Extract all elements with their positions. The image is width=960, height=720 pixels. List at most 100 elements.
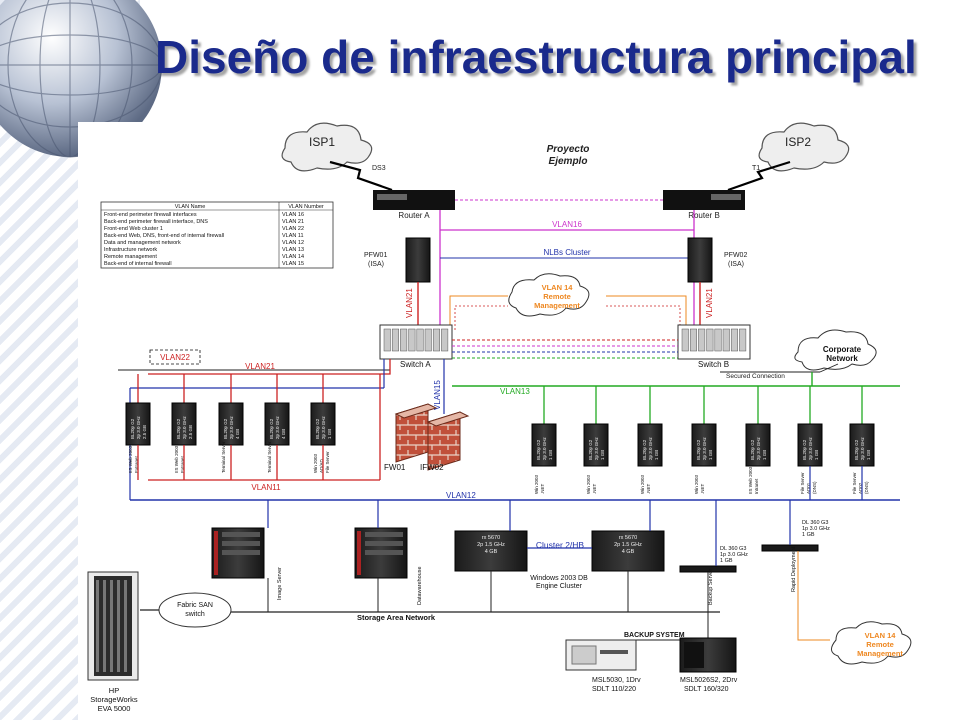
blade-spec: 2p 3.0 GHz [594, 436, 599, 460]
svg-text:HP: HP [109, 686, 119, 695]
svg-text:1p 3.0 GHz: 1p 3.0 GHz [802, 526, 830, 532]
blade-spec: 1 GB [600, 450, 605, 460]
svg-text:4 GB: 4 GB [485, 549, 498, 555]
vlan-table-row-number: VLAN 13 [282, 247, 304, 253]
vlan11-label: VLAN11 [251, 483, 281, 492]
switch-b-label: Switch B [698, 360, 729, 369]
svg-text:1 GB: 1 GB [720, 558, 733, 564]
blade-role: File Server [325, 451, 330, 473]
blade-spec: 2p 3.0 GHz [702, 436, 707, 460]
blade-spec: 4 GB [235, 429, 240, 439]
switch-port [689, 328, 697, 352]
isp1-cloud: ISP1 [281, 122, 373, 172]
blade-spec: 2p 3.0 GHz [136, 415, 141, 439]
isp1-label: ISP1 [309, 135, 335, 149]
backup-system-label: BACKUP SYSTEM [624, 632, 685, 639]
vlan12-label: VLAN12 [446, 491, 476, 500]
isp2-cloud: ISP2 [758, 122, 850, 172]
svg-text:StorageWorks: StorageWorks [90, 695, 138, 704]
blade-spec: BL20p G2 [315, 418, 320, 439]
blade-spec: BL20p G2 [176, 418, 181, 439]
svg-text:Corporate: Corporate [823, 345, 862, 354]
blade-spec: 2p 3.0 GHz [182, 415, 187, 439]
vlan-table-row-number: VLAN 12 [282, 240, 304, 246]
blade-spec: BL20p G2 [854, 439, 859, 460]
svg-text:Remote: Remote [543, 292, 571, 301]
svg-text:Fabric SAN: Fabric SAN [177, 602, 213, 609]
blade-spec: 2p 3.0 GHz [542, 436, 547, 460]
vlan-table-row-name: Back-end of internal firewall [104, 261, 172, 267]
switch-port [698, 328, 706, 352]
blade-spec: 1 GB [327, 429, 332, 439]
hp-storageworks-eva5000: HP StorageWorks EVA 5000 [87, 571, 139, 713]
svg-text:Rapid Deployment: Rapid Deployment [791, 546, 797, 592]
svg-text:Management: Management [857, 649, 903, 658]
blade-role: AD/AD [319, 458, 324, 473]
ifw02-label: IFW02 [420, 463, 444, 472]
blade-spec: 2p 3.0 GHz [321, 415, 326, 439]
blade-role: AD01 [806, 482, 811, 494]
blade-role: Terminal Server [221, 441, 226, 473]
vlan-table-row-number: VLAN 11 [282, 233, 304, 239]
switch-port [739, 328, 747, 352]
pfw02-label-line1: PFW02 [724, 252, 747, 259]
ds3-label: DS3 [372, 165, 386, 172]
blade-spec: BL20p G2 [130, 418, 135, 439]
blade-spec: 1 GB [654, 450, 659, 460]
blade-role: Extranet [180, 455, 185, 473]
svg-text:MSL5026S2, 2Drv: MSL5026S2, 2Drv [680, 677, 738, 684]
svg-text:SDLT 160/320: SDLT 160/320 [684, 686, 729, 693]
blade-role: .NET [592, 483, 597, 494]
blade-role: Intranet [754, 478, 759, 494]
svg-text:DL 360 G3: DL 360 G3 [720, 546, 746, 552]
blade-spec: BL20p G2 [588, 439, 593, 460]
vlan-table-row-name: Remote management [104, 254, 157, 260]
corporate-network-cloud: Corporate Network [794, 329, 877, 371]
blade-role: (DNS) [812, 481, 817, 494]
switch-port [408, 328, 416, 352]
svg-text:Management: Management [534, 301, 580, 310]
blade-spec: 1 GB [548, 450, 553, 460]
switch-a-label: Switch A [400, 360, 431, 369]
vlan13-label: VLAN13 [500, 387, 530, 396]
blade-role: IIS Web 2003 [128, 445, 133, 473]
fw01-label: FW01 [384, 463, 406, 472]
san-label: Storage Area Network [357, 613, 436, 622]
blade-role: File Server [852, 472, 857, 494]
svg-text:SDLT 110/220: SDLT 110/220 [592, 686, 636, 693]
switch-port [730, 328, 738, 352]
blade-role: File Server [800, 472, 805, 494]
cluster-label: Cluster 2/HB [536, 540, 585, 550]
svg-text:EVA 5000: EVA 5000 [98, 704, 131, 713]
router-b-label: Router B [688, 211, 720, 220]
blade-role: Win 2003 [586, 474, 591, 494]
switch-port [400, 328, 408, 352]
switch-port [681, 328, 689, 352]
blade-spec: BL20p G2 [802, 439, 807, 460]
blade-spec: 1 GB [762, 450, 767, 460]
globe-logo [0, 0, 163, 158]
pfw02-label-line2: (ISA) [728, 261, 744, 268]
blade-spec: 1 GB [814, 450, 819, 460]
blade-spec: 1 GB [866, 450, 871, 460]
blade-role: .NET [646, 483, 651, 494]
vlan14-cloud-bottom: VLAN 14 Remote Management [831, 621, 912, 665]
switch-port [706, 328, 714, 352]
blade-role: Win 2003 [694, 474, 699, 494]
blade-spec: BL20p G2 [696, 439, 701, 460]
blade-role: Win 2003 [640, 474, 645, 494]
svg-text:Network: Network [826, 354, 858, 363]
blade-role: AD02 [858, 482, 863, 494]
blade-role: .NET [540, 483, 545, 494]
image-server: Image Server [211, 527, 283, 600]
pfw01-label-line2: (ISA) [368, 261, 384, 268]
pfw01-label-line1: PFW01 [364, 252, 387, 259]
vlan21-right-label: VLAN21 [705, 288, 714, 318]
msl5026-tape-library: MSL5026S2, 2Drv SDLT 160/320 [679, 637, 738, 693]
vlan16-label: VLAN16 [552, 220, 582, 229]
blade-spec: 2p 3.0 GHz [229, 415, 234, 439]
